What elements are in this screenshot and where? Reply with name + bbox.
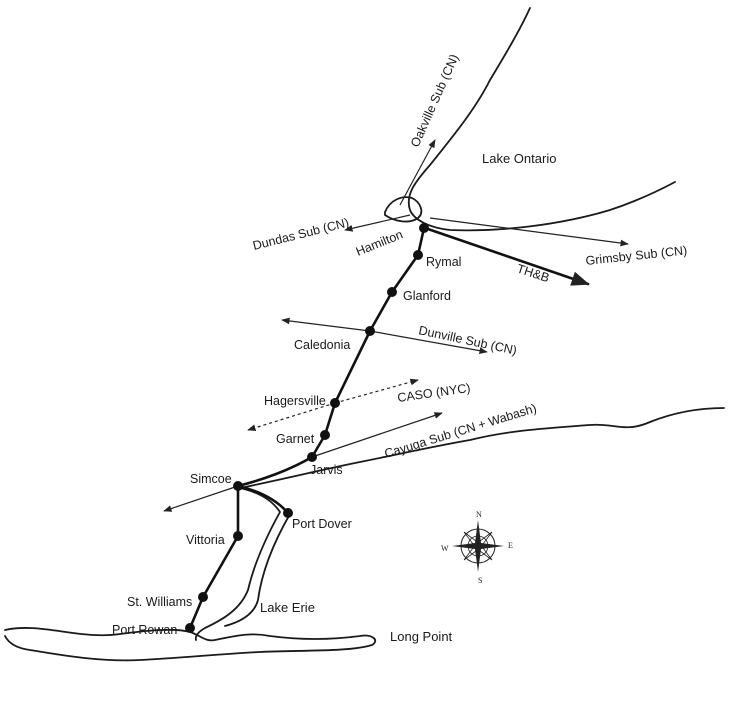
- compass-e-label: E: [508, 541, 513, 550]
- station-caledonia: [365, 326, 375, 336]
- station-simcoe: [233, 481, 243, 491]
- vittoria-label: Vittoria: [186, 533, 225, 547]
- station-vittoria: [233, 531, 243, 541]
- lake-ontario-label: Lake Ontario: [482, 151, 556, 166]
- lake-erie-shoreline: [239, 407, 725, 489]
- station-hagersville: [330, 398, 340, 408]
- thb-line: [423, 226, 590, 286]
- inner-bay-shoreline: [194, 487, 281, 641]
- simcoe-label: Simcoe: [190, 472, 232, 486]
- main-rail-line: [188, 226, 426, 630]
- simcoe-west-line: [163, 485, 239, 512]
- garnet-label: Garnet: [276, 432, 315, 446]
- dunnville-sub-line-w: [281, 317, 371, 332]
- caledonia-label: Caledonia: [294, 338, 350, 352]
- dundas-sub-label: Dundas Sub (CN): [251, 215, 350, 252]
- st-williams-label: St. Williams: [127, 595, 192, 609]
- cayuga-sub-line: [311, 412, 443, 458]
- station-st-williams: [198, 592, 208, 602]
- inner-bay-inlet: [224, 513, 291, 627]
- hamilton-harbour: [384, 196, 423, 223]
- oakville-sub-line: [399, 139, 436, 206]
- station-rymal: [413, 250, 423, 260]
- caso-label: CASO (NYC): [396, 381, 471, 405]
- station-garnet: [320, 430, 330, 440]
- lake-erie-label: Lake Erie: [260, 600, 315, 615]
- hagersville-label: Hagersville: [264, 394, 326, 408]
- glanford-label: Glanford: [403, 289, 451, 303]
- compass-n-label: N: [476, 510, 482, 519]
- dundas-sub-line: [344, 214, 411, 232]
- station-hamilton: [419, 223, 429, 233]
- port-dover-label: Port Dover: [292, 517, 352, 531]
- jarvis-label: Jarvis: [310, 463, 343, 477]
- dunnville-sub-label: Dunville Sub (CN): [417, 323, 518, 357]
- rymal-label: Rymal: [426, 255, 461, 269]
- port-rowan-label: Port Rowan: [112, 623, 177, 637]
- hamilton-label: Hamilton: [354, 227, 405, 258]
- compass-w-label: W: [441, 544, 449, 553]
- station-port-dover: [283, 508, 293, 518]
- long-point-shoreline: [4, 627, 377, 662]
- lake-ontario-shoreline: [407, 7, 676, 232]
- station-jarvis: [307, 452, 317, 462]
- grimsby-sub-label: Grimsby Sub (CN): [585, 243, 688, 268]
- caso-line-e: [334, 378, 419, 404]
- station-glanford: [387, 287, 397, 297]
- thb-label: TH&B: [515, 262, 551, 286]
- compass-rose: N S E W: [441, 510, 513, 585]
- dunnville-sub-line-e: [369, 330, 488, 354]
- compass-s-label: S: [478, 576, 482, 585]
- grimsby-sub-line: [429, 217, 629, 247]
- long-point-label: Long Point: [390, 629, 453, 644]
- station-port-rowan: [185, 623, 195, 633]
